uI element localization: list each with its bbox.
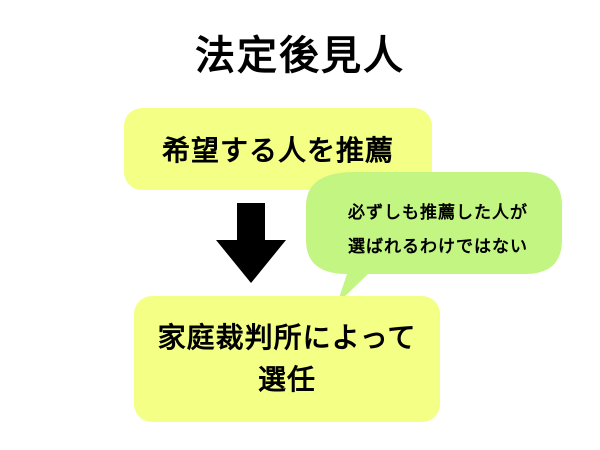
speech-bubble-text: 必ずしも推薦した人が 選ばれるわけではない	[312, 196, 564, 264]
down-arrow-shape	[216, 203, 286, 283]
note-line-2: 選ばれるわけではない	[348, 237, 528, 257]
step-appointment-box: 家庭裁判所によって 選任	[134, 296, 440, 422]
speech-bubble-shape	[306, 172, 562, 304]
diagram-title: 法定後見人	[195, 33, 405, 79]
note-line-1: 必ずしも推薦した人が	[348, 203, 528, 223]
step-appointment-line-1: 家庭裁判所によって	[157, 321, 417, 354]
step-appointment-line-2: 選任	[257, 363, 316, 396]
step-recommend-label: 希望する人を推薦	[161, 134, 394, 167]
